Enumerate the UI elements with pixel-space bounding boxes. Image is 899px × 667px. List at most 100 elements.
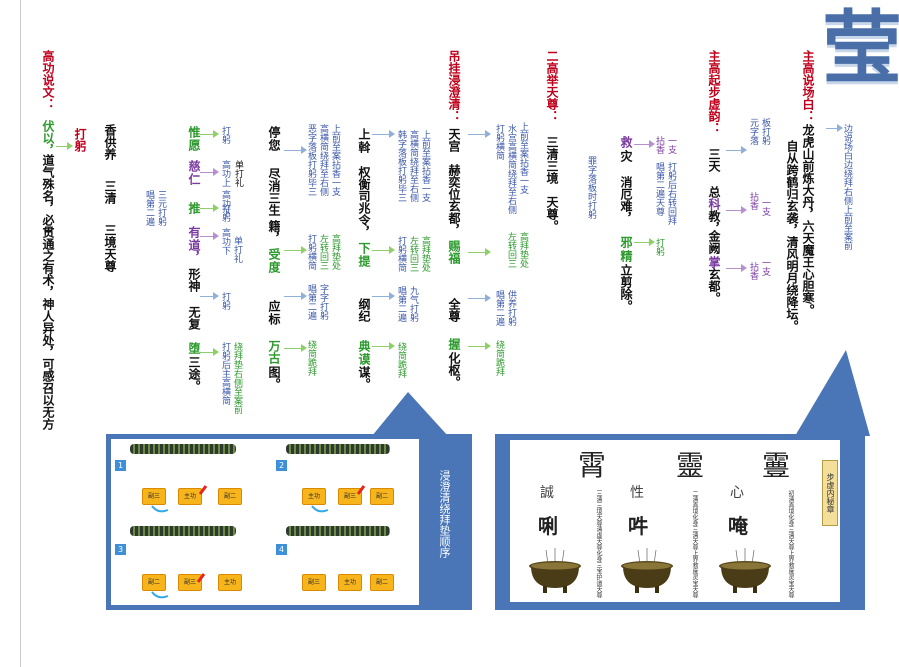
mid-char-3: 心 (730, 485, 744, 501)
c9-note2-3: 打躬横简 (306, 234, 316, 270)
arrow (372, 292, 395, 300)
c2-body-g: 玄都。 (707, 268, 721, 304)
slot: 副二 (218, 488, 242, 505)
c9-note2-2: 左转回三 (318, 234, 328, 270)
c6-body-b: 赫奕位玄都， (447, 164, 461, 236)
c3-body-f: 立剪除。 (619, 264, 633, 312)
c16-body-b: 道气殊名，必贯通之有术，神人异处，可感召以无方 (41, 154, 55, 430)
mid-char-1: 誠 (540, 485, 554, 501)
arrow (284, 344, 307, 352)
c7-note-1: 上前至案拈香一支 (420, 130, 430, 202)
c6-body-f: 化枢。 (447, 352, 461, 388)
c15-head: 打躬 (73, 128, 87, 152)
c12-body-j: 堕 (187, 342, 201, 354)
c8-body-b: 斡 (357, 141, 371, 153)
c2-n3: 一支 (760, 198, 770, 216)
c4-head: 二高举天尊： (545, 50, 559, 122)
c8-body-f: 纲纪 (357, 298, 371, 322)
c2-body-c: 科 (707, 198, 721, 210)
c5-note-3: 打躬横简 (494, 124, 504, 160)
c5-note3-1: 供养打躬 (506, 290, 516, 326)
arrow (468, 342, 491, 350)
c12-body-a: 惟 (187, 126, 201, 138)
left-rule (20, 0, 21, 667)
c2-body-e: 金阙 (707, 230, 721, 254)
c8-body-d: 下 (357, 242, 371, 254)
arrow (200, 168, 219, 176)
arrow (200, 348, 219, 356)
slot: 主功 (302, 488, 326, 505)
c9-note-3: 恶字落板打躬毕三 (306, 124, 316, 196)
c8-body-c: 权衡司兆令， (357, 166, 371, 238)
arrow (200, 232, 219, 240)
c6-body-e: 握 (447, 338, 461, 350)
c12-body-k: 三途。 (187, 356, 201, 392)
altar-table (130, 526, 236, 536)
c9-note4-1: 绕简跪拜 (306, 340, 316, 376)
urn-text-3: 初清真境化身三清天尊上界救度灵宝天尊 (787, 490, 794, 598)
c3-body-c: 消厄难， (619, 176, 633, 224)
arrow (372, 246, 395, 254)
logo-char: 莹 (822, 2, 899, 95)
c2-n6: 拈香 (748, 262, 758, 280)
c2-n4: 拈香 (748, 192, 758, 210)
c12-body-g: 道， (187, 239, 201, 263)
c9-note-1: 上前至案拈香一支 (330, 124, 340, 196)
slot: 副三 (178, 574, 202, 591)
slot: 副二 (142, 574, 166, 591)
c2-body-a: 三天 (707, 148, 721, 172)
c2-n5: 一支 (760, 258, 770, 276)
c14-body-b: 三清 (103, 180, 117, 204)
arrow (634, 238, 655, 246)
c4-body: 三清三境 天尊。 (545, 136, 559, 232)
c3-notes-b: 拈香 (654, 136, 664, 154)
c6-body-c: 赐福 (447, 240, 461, 264)
c4-note: 罪字落板时打躬 (586, 156, 596, 219)
c10-body-a: 停 (267, 126, 281, 138)
c1-line1: 龙虎山前炼大丹，六天魔王心胆寒。 (801, 124, 815, 316)
c12-body-b: 愿 (187, 139, 201, 151)
incense-burner-icon (621, 548, 673, 593)
arrow (200, 130, 219, 138)
c13-note-1: 三元打躬 (156, 190, 166, 226)
arrow (284, 146, 307, 154)
small-char-1: 唎 (538, 514, 558, 538)
c3-notes-d: 唱第二遍天尊 (654, 162, 664, 216)
c3-body-d: 邪 (619, 236, 633, 248)
c9-note-2: 高横简绕拜至右侧 (318, 124, 328, 196)
arrow (634, 140, 655, 148)
quad-num-4: 4 (276, 544, 287, 555)
c2-n1: 板打躬 (760, 118, 770, 145)
c16-head: 高功说文： (41, 50, 55, 110)
c3-notes-e: 打躬 (654, 238, 664, 256)
c7-note2-3: 打躬横简 (396, 236, 406, 272)
incense-burner-icon (719, 548, 771, 593)
quad-num-1: 1 (115, 460, 126, 471)
c9-note3-1: 字字打躬 (318, 284, 328, 320)
big-char-3: 霻 (762, 449, 791, 482)
c16-body-a: 伏以， (41, 120, 55, 156)
mid-char-2: 性 (630, 485, 644, 501)
c7-note-2: 高横简绕拜至右侧 (408, 130, 418, 202)
altar-table (286, 444, 390, 454)
arrow (468, 294, 491, 302)
c6-body-a: 天宫 (447, 128, 461, 152)
c2-body-b: 总 (707, 186, 721, 198)
c3-notes-c: 打躬后右转回拜 (666, 162, 676, 225)
slot: 主功 (178, 488, 202, 505)
c1-head: 主高说场白： (801, 50, 815, 122)
slot: 副三 (142, 488, 166, 505)
incense-burner-icon (529, 548, 581, 593)
c10-body-j: 图。 (267, 366, 281, 390)
slot: 副二 (370, 574, 394, 591)
c10-body-c: 尽消三生 (267, 168, 281, 216)
c5-note2-1: 高拜垫处 (518, 232, 528, 268)
arrow (284, 292, 307, 300)
slot: 副二 (370, 488, 394, 505)
big-char-2: 靈 (676, 449, 705, 482)
c12-body-e: 推 (187, 202, 201, 214)
c7-note3-1: 九气打躬 (408, 286, 418, 322)
c11-n4-1: 单打礼 (232, 236, 242, 263)
